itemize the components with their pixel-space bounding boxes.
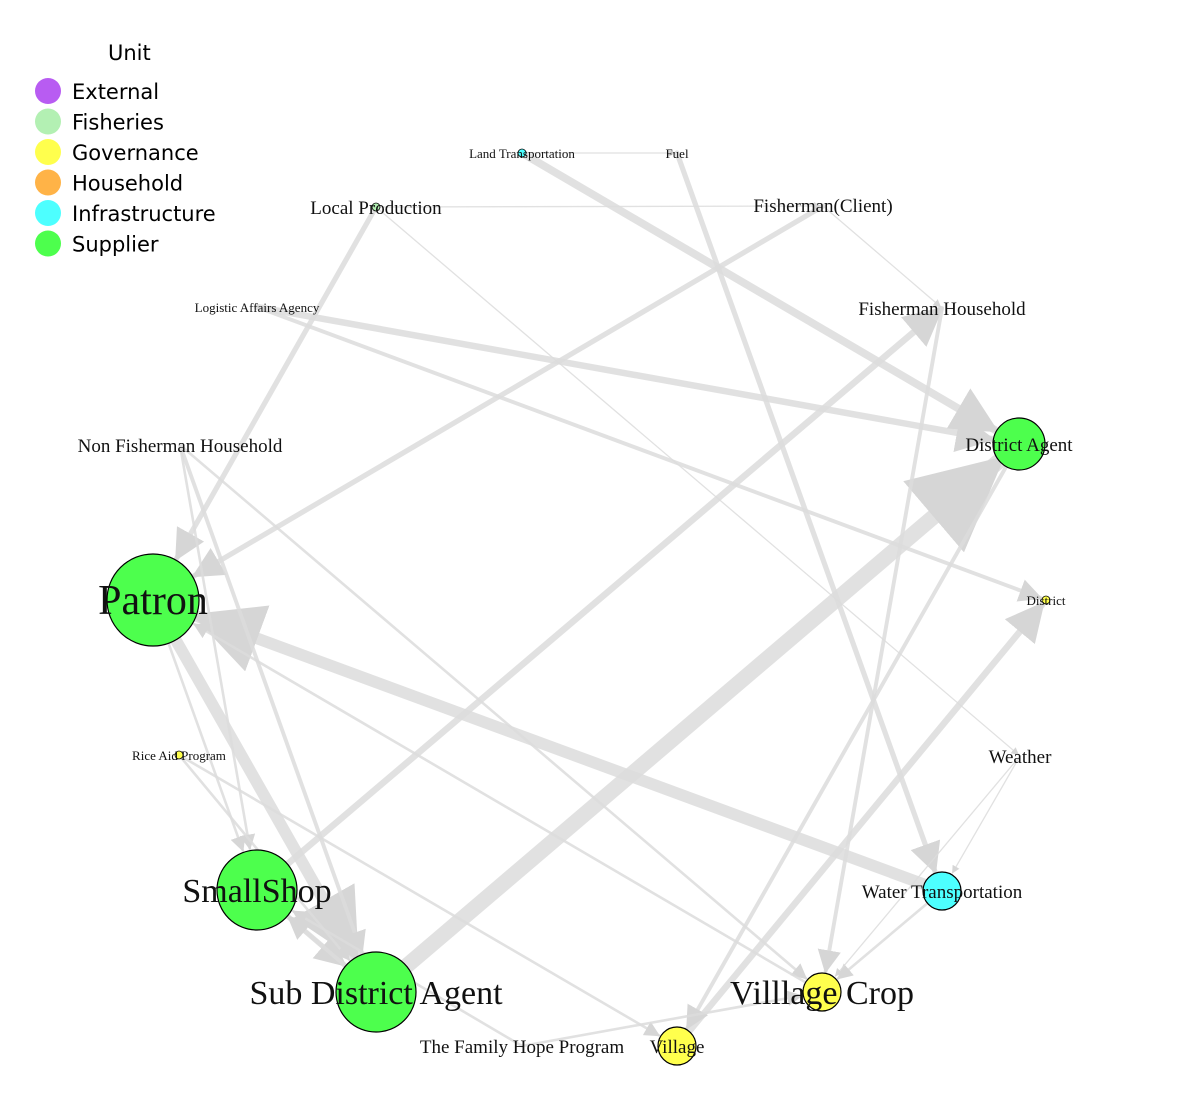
edge-nonfisher-to-smallshop — [178, 443, 256, 851]
node-distagent[interactable] — [992, 417, 1046, 471]
edges-layer — [147, 149, 1046, 1050]
node-label-villcrop: Villlage Crop — [730, 975, 914, 1012]
nodes-layer — [106, 148, 1051, 1066]
node-label-fclient: Fisherman(Client) — [753, 196, 892, 217]
edge-weather-to-watertrans — [951, 755, 1021, 874]
node-label-fhouse: Fisherman Household — [858, 299, 1026, 320]
edge-village-to-district — [673, 601, 1046, 1050]
node-label-familyhope: The Family Hope Program — [420, 1037, 624, 1058]
legend-title: Unit — [108, 41, 151, 65]
node-village[interactable] — [657, 1026, 697, 1066]
node-land[interactable] — [517, 148, 527, 158]
legend-swatch-supplier — [35, 230, 61, 257]
legend-label-fisheries: Fisheries — [72, 111, 164, 135]
edge-localprod-to-weather — [375, 206, 1020, 756]
edge-subdist-to-distagent — [368, 454, 1006, 1000]
node-label-logistic: Logistic Affairs Agency — [195, 300, 320, 315]
node-label-land: Land Transportation — [469, 146, 575, 161]
edge-distagent-to-village — [685, 442, 1021, 1030]
node-district[interactable] — [1041, 595, 1051, 605]
edge-land-to-distagent — [518, 149, 999, 434]
node-label-nonfisher: Non Fisherman Household — [78, 436, 283, 457]
edge-watertrans-to-patron — [191, 605, 948, 897]
node-watertrans[interactable] — [922, 871, 962, 911]
edge-rice-to-village — [177, 753, 661, 1037]
node-smallshop[interactable] — [216, 849, 298, 931]
edge-fclient-to-fhouse — [822, 205, 942, 308]
node-rice[interactable] — [174, 750, 184, 760]
node-localprod[interactable] — [371, 202, 381, 212]
legend-swatch-governance — [35, 139, 61, 165]
legend-swatch-household — [35, 169, 61, 196]
legend: Unit ExternalFisheriesGovernanceHousehol… — [35, 41, 216, 257]
legend-label-household: Household — [72, 172, 183, 196]
edge-watertrans-to-villcrop — [836, 889, 944, 980]
legend-label-infrastructure: Infrastructure — [72, 202, 216, 226]
node-label-patron: Patron — [98, 578, 208, 624]
edge-villcrop-to-patron — [193, 622, 824, 994]
edge-nonfisher-to-subdist — [178, 443, 366, 955]
legend-label-external: External — [72, 80, 159, 104]
edge-localprod-to-patron — [174, 204, 379, 561]
node-label-weather: Weather — [989, 747, 1052, 768]
node-label-district: District — [1027, 593, 1066, 608]
legend-swatch-infrastructure — [35, 200, 61, 226]
edge-smallshop-to-fhouse — [253, 306, 944, 894]
legend-label-supplier: Supplier — [72, 233, 159, 257]
legend-swatch-external — [35, 78, 61, 104]
edge-familyhope-to-villcrop — [520, 990, 803, 1048]
edge-patron-to-subdist — [147, 594, 362, 962]
edge-fclient-to-patron — [191, 203, 826, 579]
node-label-subdist: Sub District Agent — [249, 975, 503, 1012]
node-label-distagent: District Agent — [965, 435, 1073, 456]
edge-nonfisher-to-villcrop — [178, 443, 808, 980]
node-label-localprod: Local Production — [310, 198, 442, 219]
edge-localprod-to-fclient — [375, 202, 822, 210]
node-label-village: Village — [650, 1037, 705, 1058]
node-label-fuel: Fuel — [665, 146, 689, 161]
legend-items: ExternalFisheriesGovernanceHouseholdInfr… — [35, 78, 216, 257]
edge-logistic-to-distagent — [253, 303, 996, 453]
node-label-smallshop: SmallShop — [182, 873, 331, 910]
edge-weather-to-villcrop — [834, 755, 1021, 977]
edge-logistic-to-district — [255, 305, 1043, 602]
node-patron[interactable] — [106, 553, 200, 647]
legend-swatch-fisheries — [35, 108, 61, 135]
node-villcrop[interactable] — [802, 972, 842, 1012]
node-label-rice: Rice Aid Program — [132, 748, 226, 763]
node-subdist[interactable] — [335, 951, 417, 1033]
node-label-watertrans: Water Transportation — [862, 882, 1023, 903]
legend-label-governance: Governance — [72, 141, 199, 165]
